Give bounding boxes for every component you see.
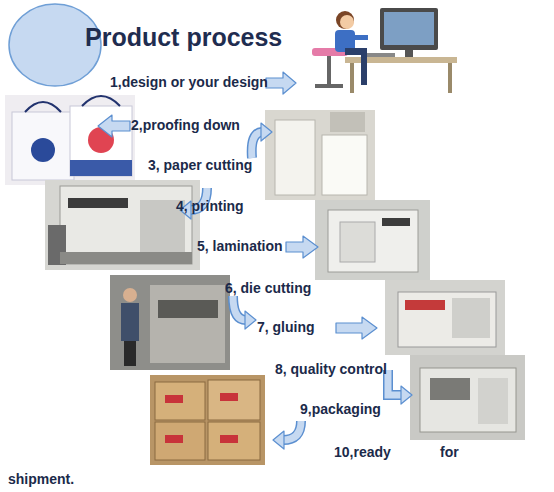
arrow-head bbox=[273, 431, 284, 449]
arrow-head bbox=[261, 123, 272, 141]
machine bbox=[420, 368, 516, 432]
person-face bbox=[340, 15, 354, 29]
carton-print bbox=[220, 435, 238, 443]
chair-base bbox=[315, 84, 343, 88]
machine bbox=[328, 210, 418, 272]
machine-part bbox=[430, 378, 470, 400]
step-label: 1,design or your design bbox=[110, 74, 268, 91]
machine-panel bbox=[382, 218, 410, 226]
photo-bg bbox=[385, 280, 505, 355]
bag-band bbox=[70, 160, 132, 176]
machine-part bbox=[405, 300, 445, 310]
paper-photo bbox=[265, 110, 375, 200]
photo-bg bbox=[315, 200, 430, 280]
packaging-photo bbox=[150, 375, 265, 465]
person-hair bbox=[336, 11, 354, 29]
machine-part bbox=[340, 222, 375, 262]
bag-photo bbox=[5, 95, 135, 185]
chair-post bbox=[327, 56, 331, 84]
paper-stack bbox=[322, 135, 367, 195]
step-label: 4, printing bbox=[176, 198, 244, 215]
lamination-photo bbox=[315, 200, 430, 280]
flow-arrow bbox=[266, 72, 296, 94]
curved-arrow bbox=[233, 296, 246, 320]
flow-arrow bbox=[98, 115, 130, 137]
desk-leg bbox=[350, 63, 354, 93]
desk-leg bbox=[448, 63, 452, 93]
flow-arrow bbox=[336, 317, 377, 339]
photo-bg bbox=[150, 375, 265, 465]
machine-part bbox=[158, 300, 218, 318]
bag-print bbox=[31, 138, 55, 162]
machine-base bbox=[60, 252, 192, 264]
operator-head bbox=[123, 288, 137, 302]
paper-stack bbox=[275, 120, 315, 195]
diagram-title: Product process bbox=[85, 22, 282, 52]
photo-bg bbox=[410, 355, 525, 440]
machine bbox=[150, 285, 225, 363]
shelf bbox=[330, 112, 365, 132]
curved-arrow bbox=[283, 421, 301, 440]
machine-part bbox=[452, 298, 490, 338]
photo-bg bbox=[265, 110, 375, 200]
carton-print bbox=[220, 393, 238, 401]
carton bbox=[208, 380, 260, 420]
person-arm bbox=[348, 35, 368, 40]
operator-body bbox=[121, 303, 139, 341]
step-label: 2,proofing down bbox=[131, 117, 240, 134]
arrow-head bbox=[401, 386, 412, 404]
carton bbox=[155, 422, 205, 460]
monitor bbox=[380, 8, 438, 50]
printing-photo bbox=[45, 180, 200, 270]
keyboard bbox=[365, 53, 395, 57]
machine-panel bbox=[68, 198, 128, 208]
flow-arrow bbox=[286, 236, 318, 258]
machine-part bbox=[478, 378, 508, 424]
carton-print bbox=[165, 395, 183, 403]
step-label: 3, paper cutting bbox=[148, 157, 252, 174]
die-cutting-photo bbox=[110, 275, 230, 370]
bag-handle bbox=[82, 96, 120, 106]
bag bbox=[12, 112, 74, 180]
photo-bg bbox=[110, 275, 230, 370]
bent-arrow bbox=[388, 370, 402, 395]
machine bbox=[398, 292, 496, 347]
bag bbox=[70, 106, 132, 176]
step-label: for bbox=[440, 444, 459, 461]
carton-print bbox=[165, 435, 183, 443]
monitor-stand bbox=[405, 50, 413, 57]
bag-handle bbox=[25, 102, 61, 112]
step-label: 7, gluing bbox=[257, 319, 315, 336]
person-shin bbox=[361, 55, 367, 85]
photo-bg bbox=[45, 180, 200, 270]
step-label: 8, quality control bbox=[275, 361, 387, 378]
qc-photo bbox=[410, 355, 525, 440]
step-label: shipment. bbox=[8, 471, 74, 488]
step-label: 6, die cutting bbox=[225, 280, 311, 297]
person-legs bbox=[345, 48, 367, 55]
machine bbox=[60, 186, 192, 264]
gluing-photo bbox=[385, 280, 505, 355]
step-label: 5, lamination bbox=[197, 238, 283, 255]
carton bbox=[208, 422, 260, 460]
curved-arrow-edge bbox=[233, 296, 246, 320]
photo-bg bbox=[5, 95, 135, 185]
step-label: 9,packaging bbox=[300, 401, 381, 418]
arrow-head bbox=[245, 311, 256, 329]
step-label: 10,ready bbox=[334, 444, 391, 461]
screen bbox=[384, 12, 434, 45]
bent-arrow-edge bbox=[388, 370, 402, 395]
carton bbox=[155, 382, 205, 420]
designer-clipart bbox=[312, 8, 457, 93]
curved-arrow-edge bbox=[283, 421, 301, 440]
operator-legs bbox=[124, 341, 136, 366]
